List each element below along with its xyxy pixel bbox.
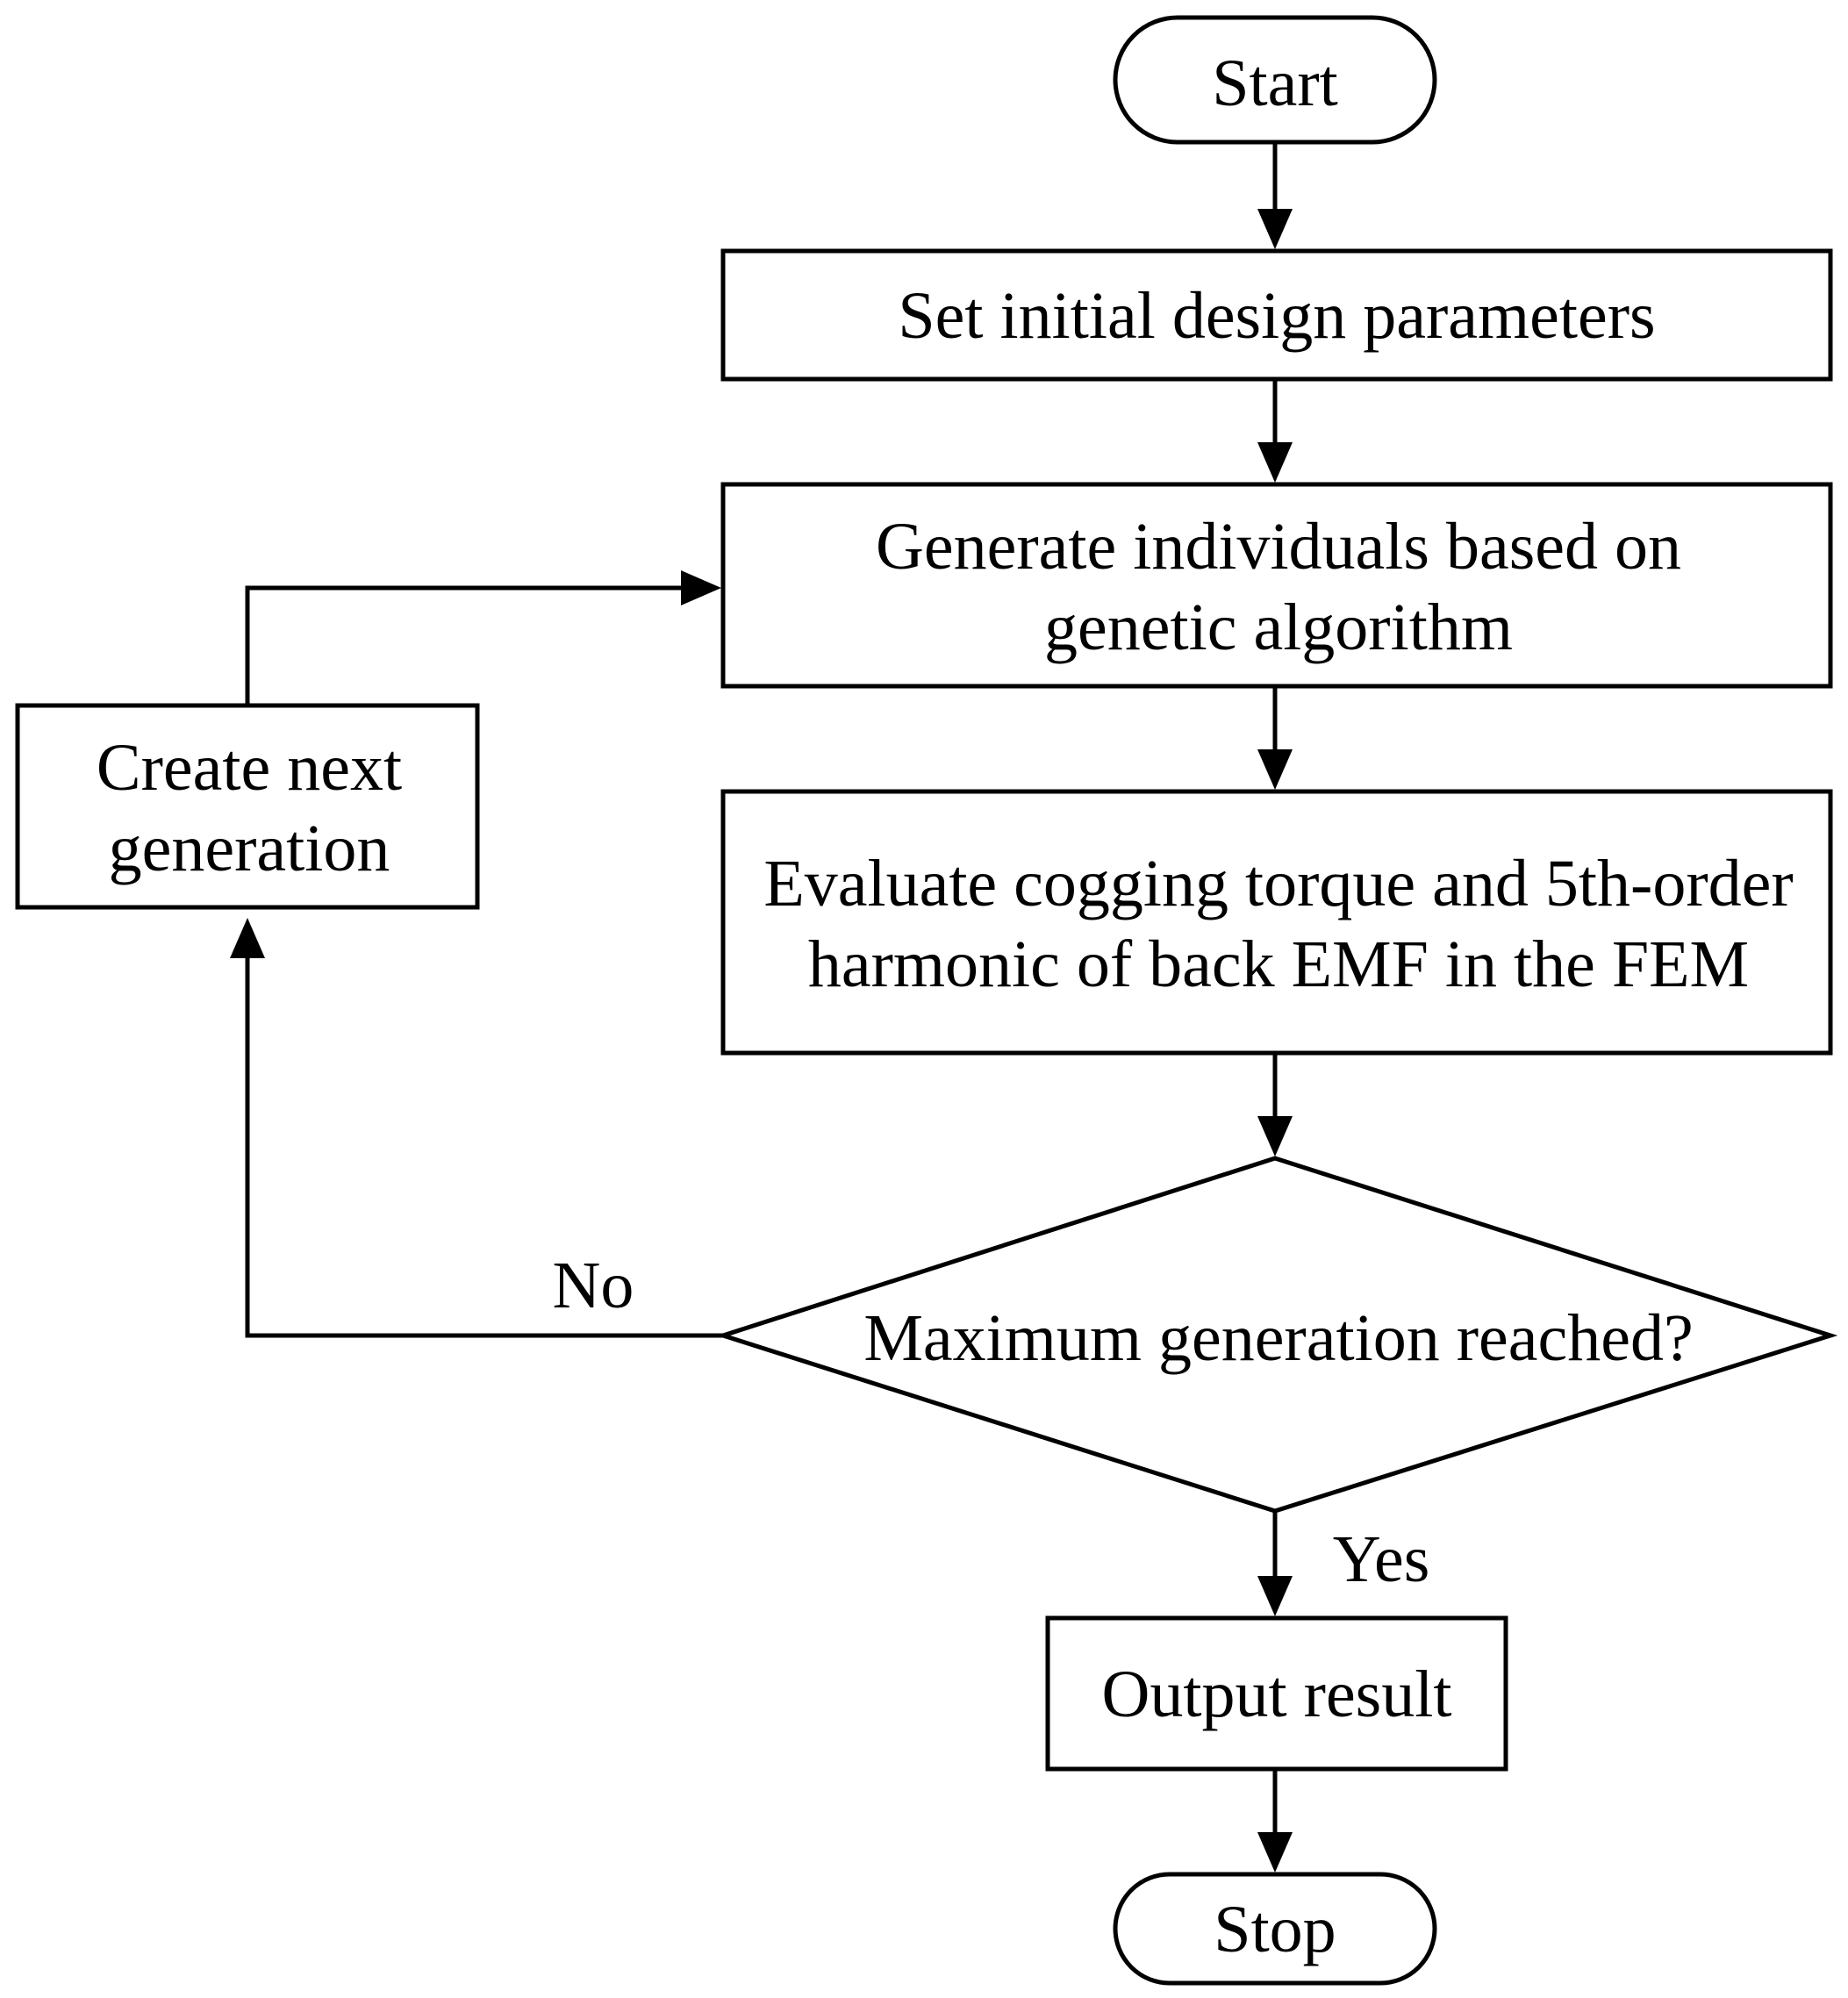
start-label: Start [1212,47,1338,120]
generate-label-line1: Generate individuals based on [876,510,1681,584]
no-label: No [553,1249,634,1322]
set-params-label: Set initial design parameters [898,279,1655,353]
arrow-set-params-to-generate [1257,379,1293,483]
yes-label: Yes [1333,1522,1430,1596]
arrow-output-to-stop [1257,1769,1293,1873]
arrow-start-to-set-params [1257,142,1293,249]
output-node: Output result [1045,1615,1508,1772]
start-node: Start [1113,15,1437,145]
set-params-node: Set initial design parameters [720,248,1833,382]
next-generation-node: Create next generation [15,703,480,910]
decision-label: Maximum generation reached? [863,1301,1693,1375]
arrow-next-generation-to-generate [245,570,721,705]
arrow-evaluate-to-decision [1257,1053,1293,1157]
next-generation-label-line2: generation [109,812,390,885]
output-label: Output result [1102,1658,1452,1731]
next-generation-label-line1: Create next [97,731,402,805]
generate-node: Generate individuals based on genetic al… [720,482,1833,689]
stop-label: Stop [1214,1893,1336,1966]
arrow-no-to-next-generation [230,918,723,1338]
evaluate-label-line1: Evaluate cogging torque and 5th-order [763,847,1793,920]
evaluate-node: Evaluate cogging torque and 5th-order ha… [720,789,1833,1056]
generate-label-line2: genetic algorithm [1044,591,1513,664]
arrow-generate-to-evaluate [1257,686,1293,790]
evaluate-label-line2: harmonic of back EMF in the FEM [808,927,1749,1001]
stop-node: Stop [1113,1872,1437,1986]
arrow-yes-to-output [1257,1511,1293,1616]
decision-node: Maximum generation reached? [715,1156,1838,1514]
